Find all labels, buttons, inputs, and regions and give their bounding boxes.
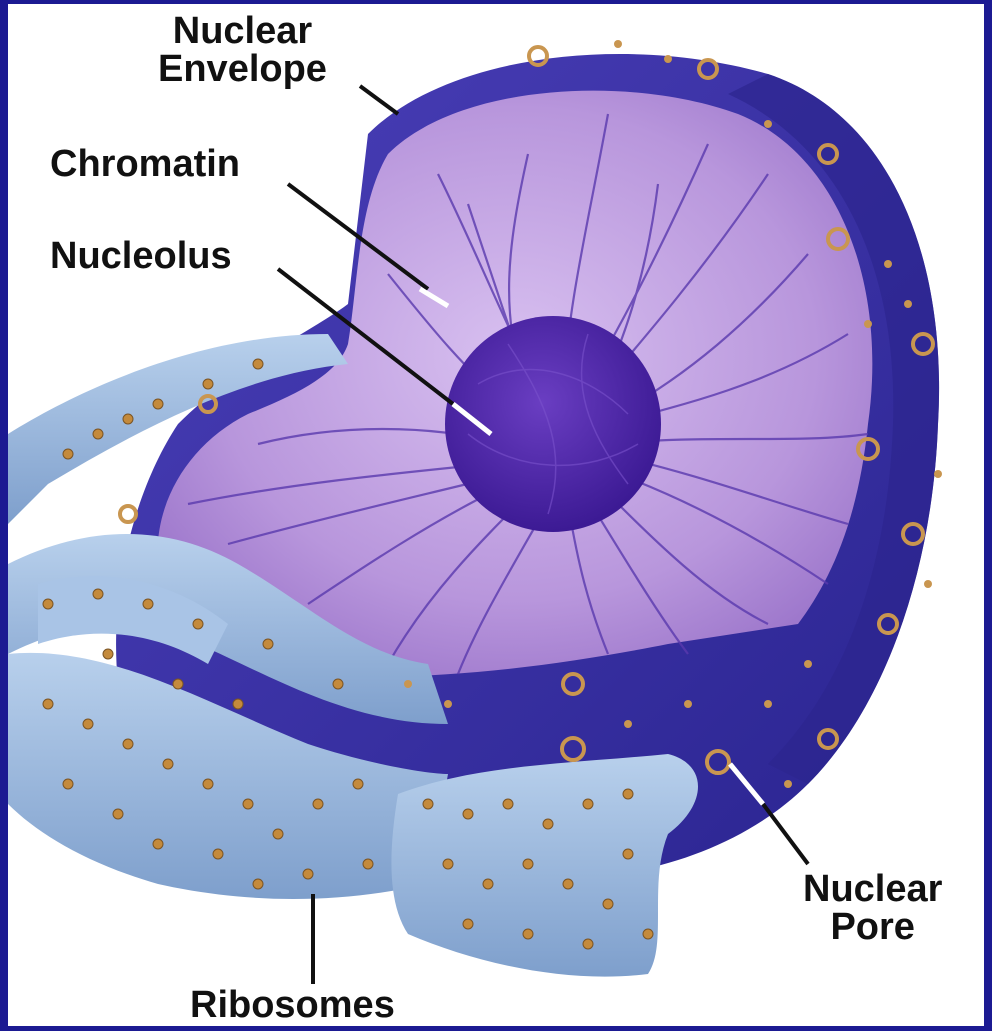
label-nucleolus: Nucleolus xyxy=(50,237,232,275)
label-nuclear-pore-line2: Pore xyxy=(803,908,942,946)
diagram-panel: Nuclear Envelope Chromatin Nucleolus Nuc… xyxy=(8,4,984,1026)
label-nuclear-pore-line1: Nuclear xyxy=(803,870,942,908)
label-nuclear-pore: Nuclear Pore xyxy=(803,870,942,946)
label-ribosomes: Ribosomes xyxy=(190,986,395,1024)
label-nuclear-envelope: Nuclear Envelope xyxy=(158,12,327,88)
label-nuclear-envelope-line1: Nuclear xyxy=(158,12,327,50)
label-chromatin: Chromatin xyxy=(50,145,240,183)
label-nuclear-envelope-line2: Envelope xyxy=(158,50,327,88)
